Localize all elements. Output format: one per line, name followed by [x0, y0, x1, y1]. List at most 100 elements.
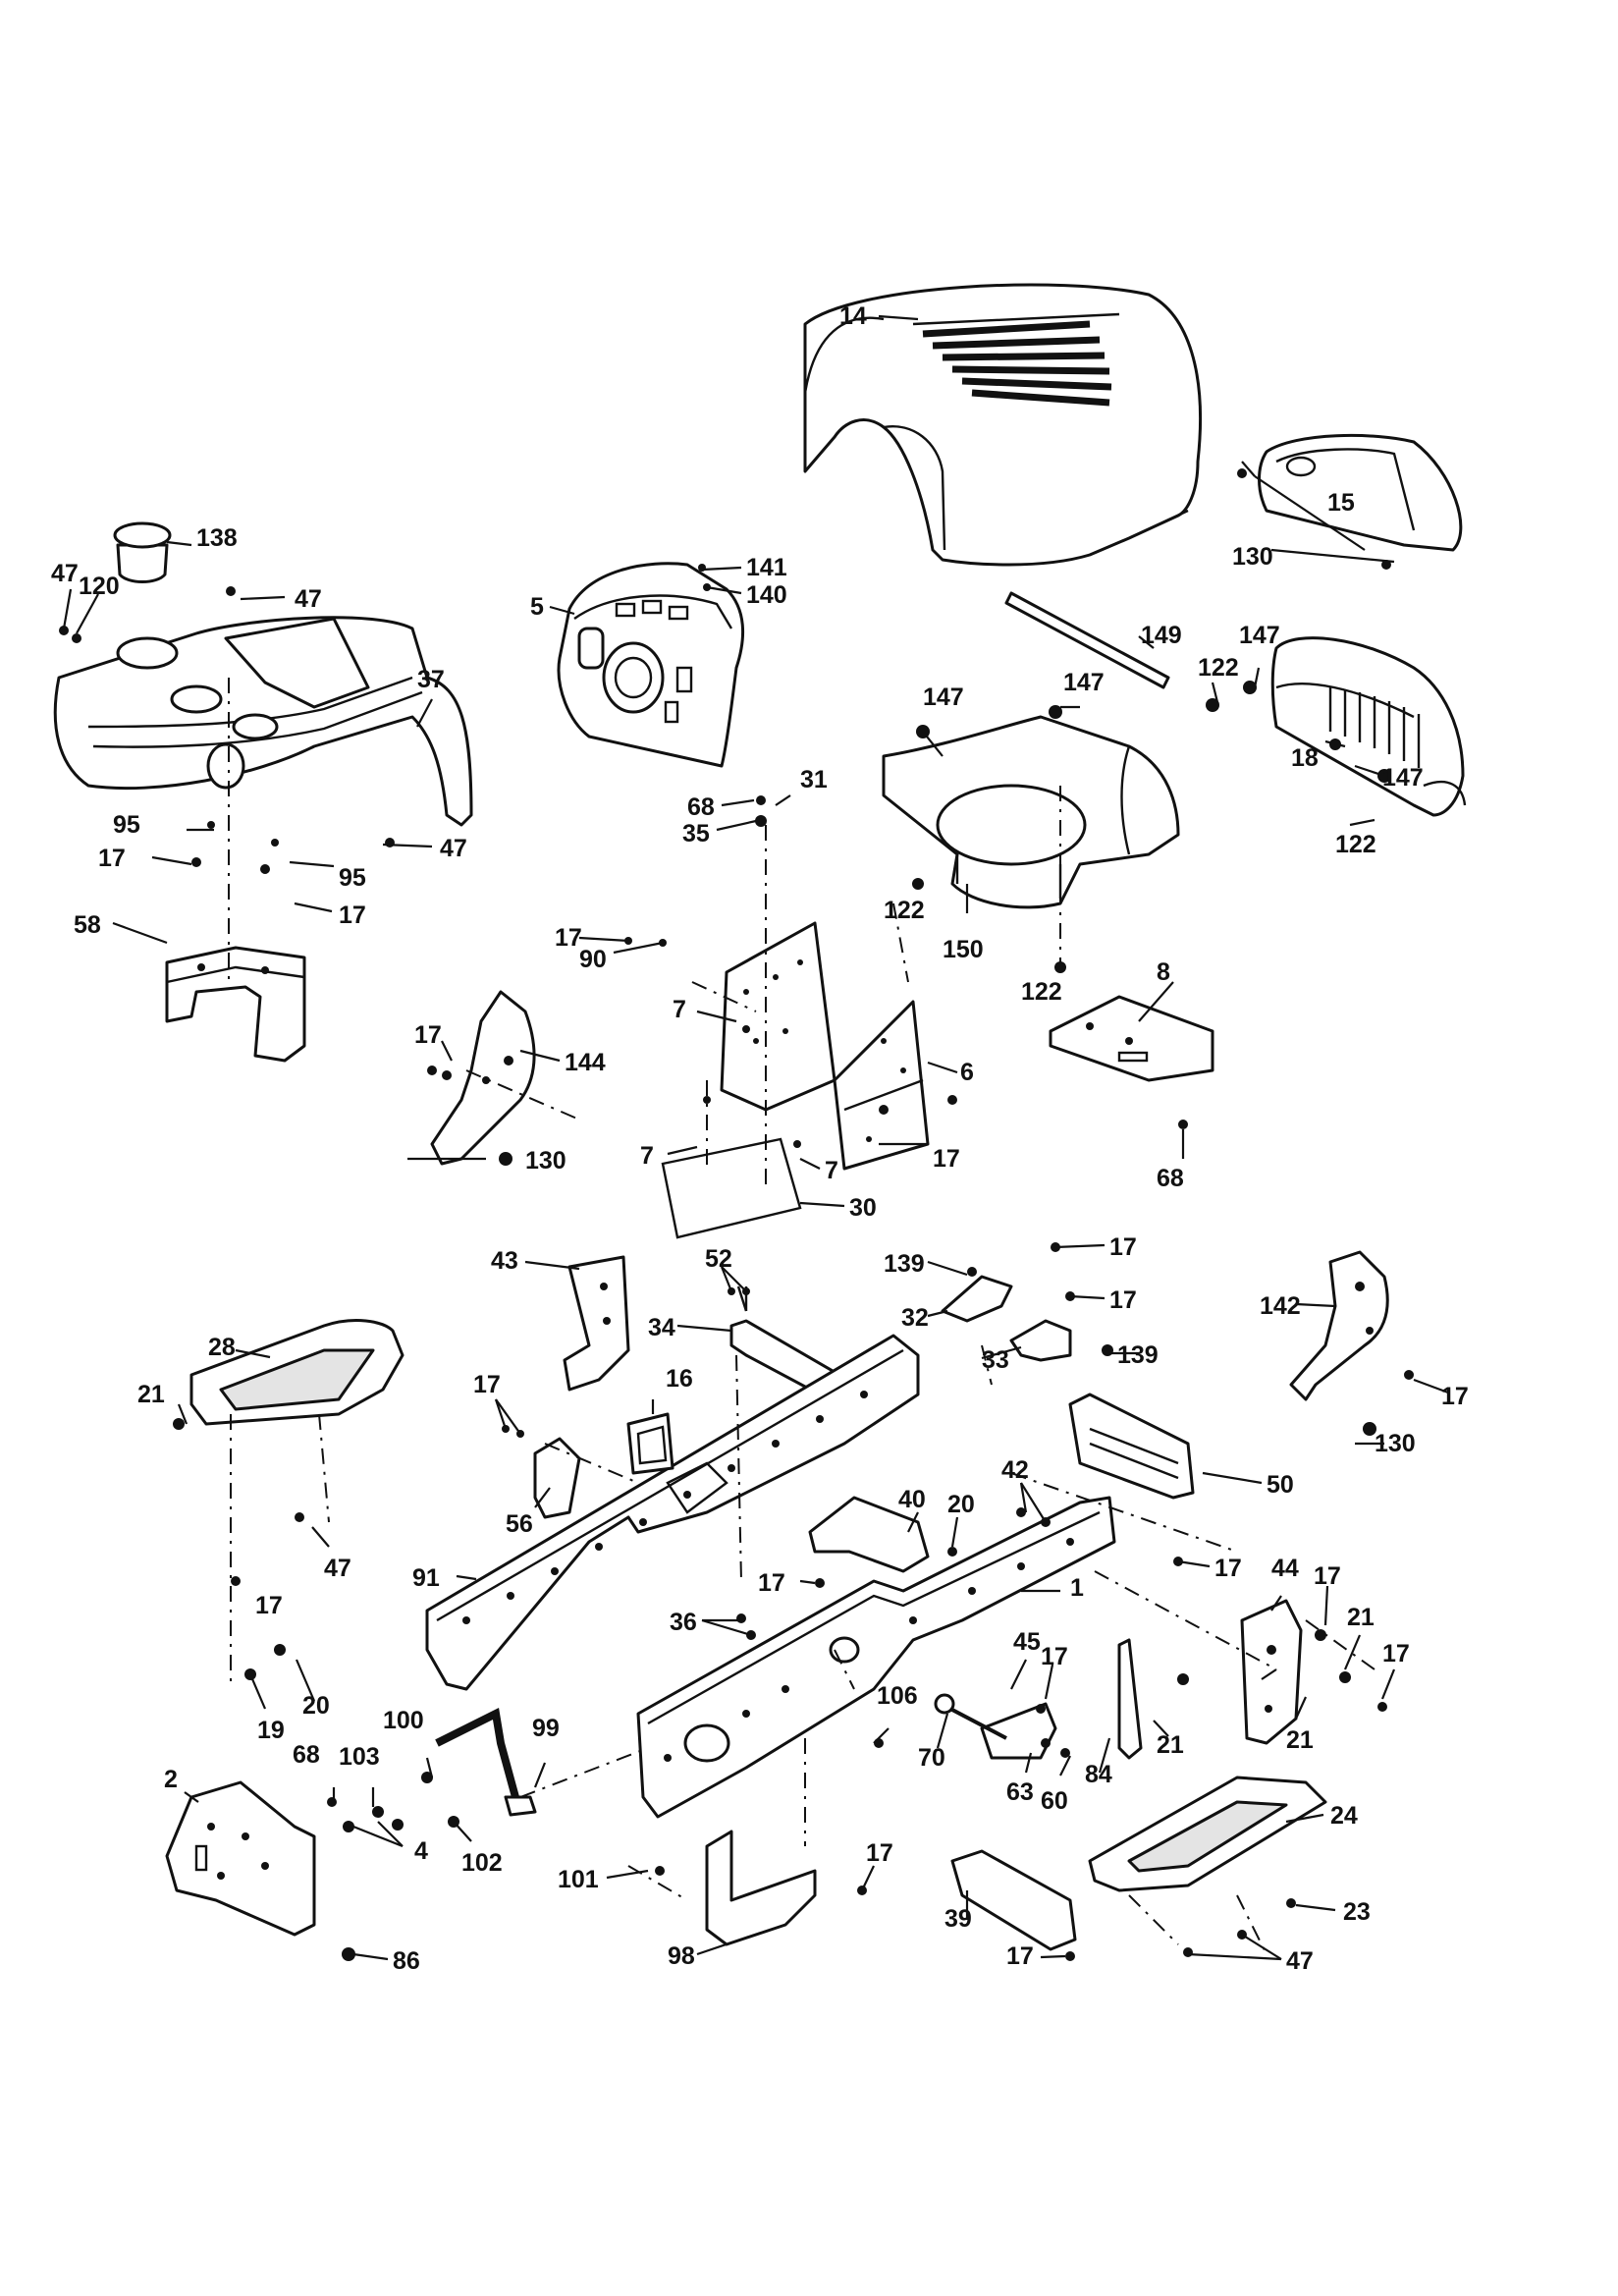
bracket-40-part — [808, 1496, 930, 1573]
callout-20: 20 — [302, 1692, 330, 1720]
callout-138: 138 — [196, 524, 238, 552]
fuel-tank-shroud-part — [882, 715, 1180, 909]
footrest-28-part — [189, 1319, 404, 1426]
callout-84: 84 — [1085, 1761, 1112, 1788]
callout-102: 102 — [461, 1849, 503, 1877]
callout-147: 147 — [923, 683, 964, 711]
callout-147: 147 — [1382, 764, 1424, 792]
bracket-39-part — [950, 1849, 1077, 1951]
callout-44: 44 — [1271, 1555, 1299, 1582]
callout-21: 21 — [1347, 1604, 1375, 1631]
callout-17: 17 — [1109, 1286, 1137, 1314]
callout-17: 17 — [758, 1569, 785, 1597]
callout-17: 17 — [339, 902, 366, 929]
callout-40: 40 — [898, 1486, 926, 1513]
headlight-housing-part — [1258, 433, 1463, 552]
control-console-part — [557, 562, 745, 768]
callout-130: 130 — [525, 1147, 566, 1175]
callout-63: 63 — [1006, 1778, 1034, 1806]
callout-17: 17 — [1109, 1233, 1137, 1261]
callout-58: 58 — [74, 911, 101, 939]
callout-17: 17 — [1382, 1640, 1410, 1667]
callout-19: 19 — [257, 1717, 285, 1744]
gasket-16-part — [626, 1412, 674, 1475]
dash-panel-part — [53, 616, 473, 827]
hardware-fasteners — [59, 468, 1414, 1961]
mount-plate-2-part — [165, 1780, 316, 1937]
callout-45: 45 — [1013, 1628, 1041, 1656]
callout-17: 17 — [933, 1145, 960, 1173]
callout-100: 100 — [383, 1707, 424, 1734]
hitch-pin-70-part — [934, 1693, 1007, 1740]
grille-part — [1270, 636, 1467, 817]
callout-17: 17 — [555, 924, 582, 952]
frame-rail-right-part — [636, 1496, 1116, 1819]
callout-14: 14 — [839, 302, 867, 330]
callout-101: 101 — [558, 1866, 599, 1893]
callout-70: 70 — [918, 1744, 945, 1772]
callout-36: 36 — [670, 1609, 697, 1636]
callout-34: 34 — [648, 1314, 675, 1341]
callout-56: 56 — [506, 1510, 533, 1538]
callout-17: 17 — [1006, 1942, 1034, 1970]
callout-68: 68 — [687, 793, 715, 821]
callout-47: 47 — [324, 1555, 351, 1582]
callout-17: 17 — [414, 1021, 442, 1049]
callout-141: 141 — [746, 554, 787, 581]
callout-24: 24 — [1330, 1802, 1358, 1830]
callout-17: 17 — [1441, 1383, 1469, 1410]
callout-28: 28 — [208, 1334, 236, 1361]
callout-122: 122 — [1021, 978, 1062, 1006]
callout-18: 18 — [1291, 744, 1319, 772]
callout-139: 139 — [884, 1250, 925, 1278]
callout-122: 122 — [884, 897, 925, 924]
callout-17: 17 — [1314, 1562, 1341, 1590]
callout-5: 5 — [530, 593, 544, 621]
callout-7: 7 — [825, 1157, 838, 1184]
bracket-84-part — [1117, 1638, 1143, 1760]
callout-31: 31 — [800, 766, 828, 793]
callout-122: 122 — [1198, 654, 1239, 682]
hood-vent-grille — [922, 320, 1112, 407]
cover-98-part — [705, 1830, 817, 1946]
brake-pedal-99-part — [435, 1708, 537, 1817]
mounting-bracket-58-part — [165, 946, 306, 1063]
trim-strip-part — [1004, 591, 1170, 689]
callout-144: 144 — [565, 1049, 606, 1076]
callout-150: 150 — [943, 936, 984, 963]
callout-23: 23 — [1343, 1898, 1371, 1926]
callout-130: 130 — [1375, 1430, 1416, 1457]
callout-147: 147 — [1063, 669, 1105, 696]
callout-6: 6 — [960, 1059, 974, 1086]
grille-slots — [1328, 687, 1421, 768]
callout-99: 99 — [532, 1715, 560, 1742]
callout-20: 20 — [947, 1491, 975, 1518]
callout-21: 21 — [1157, 1731, 1184, 1759]
callout-50: 50 — [1267, 1471, 1294, 1499]
callout-42: 42 — [1001, 1456, 1029, 1484]
callout-39: 39 — [944, 1905, 972, 1933]
callout-21: 21 — [137, 1381, 165, 1408]
callout-17: 17 — [866, 1839, 893, 1867]
callout-122: 122 — [1335, 831, 1376, 858]
assembly-centerlines — [228, 678, 1375, 1955]
callout-labels: 14 15 130 138 47 120 47 141 140 5 149 14… — [51, 302, 1469, 1975]
support-bracket-144-part — [430, 990, 536, 1166]
callout-7: 7 — [673, 996, 686, 1023]
callout-130: 130 — [1232, 543, 1273, 571]
callout-95: 95 — [113, 811, 140, 839]
callout-33: 33 — [982, 1346, 1009, 1374]
callout-90: 90 — [579, 946, 607, 973]
callout-17: 17 — [1041, 1643, 1068, 1670]
floor-plate-part — [1049, 995, 1214, 1082]
callout-98: 98 — [668, 1942, 695, 1970]
callout-17: 17 — [98, 845, 126, 872]
firewall-plate-part — [661, 921, 930, 1239]
callout-47: 47 — [51, 560, 79, 587]
callout-1: 1 — [1070, 1574, 1084, 1602]
callout-32: 32 — [901, 1304, 929, 1332]
leader-lines — [62, 314, 1449, 1961]
callout-7: 7 — [640, 1142, 654, 1170]
callout-35: 35 — [682, 820, 710, 847]
